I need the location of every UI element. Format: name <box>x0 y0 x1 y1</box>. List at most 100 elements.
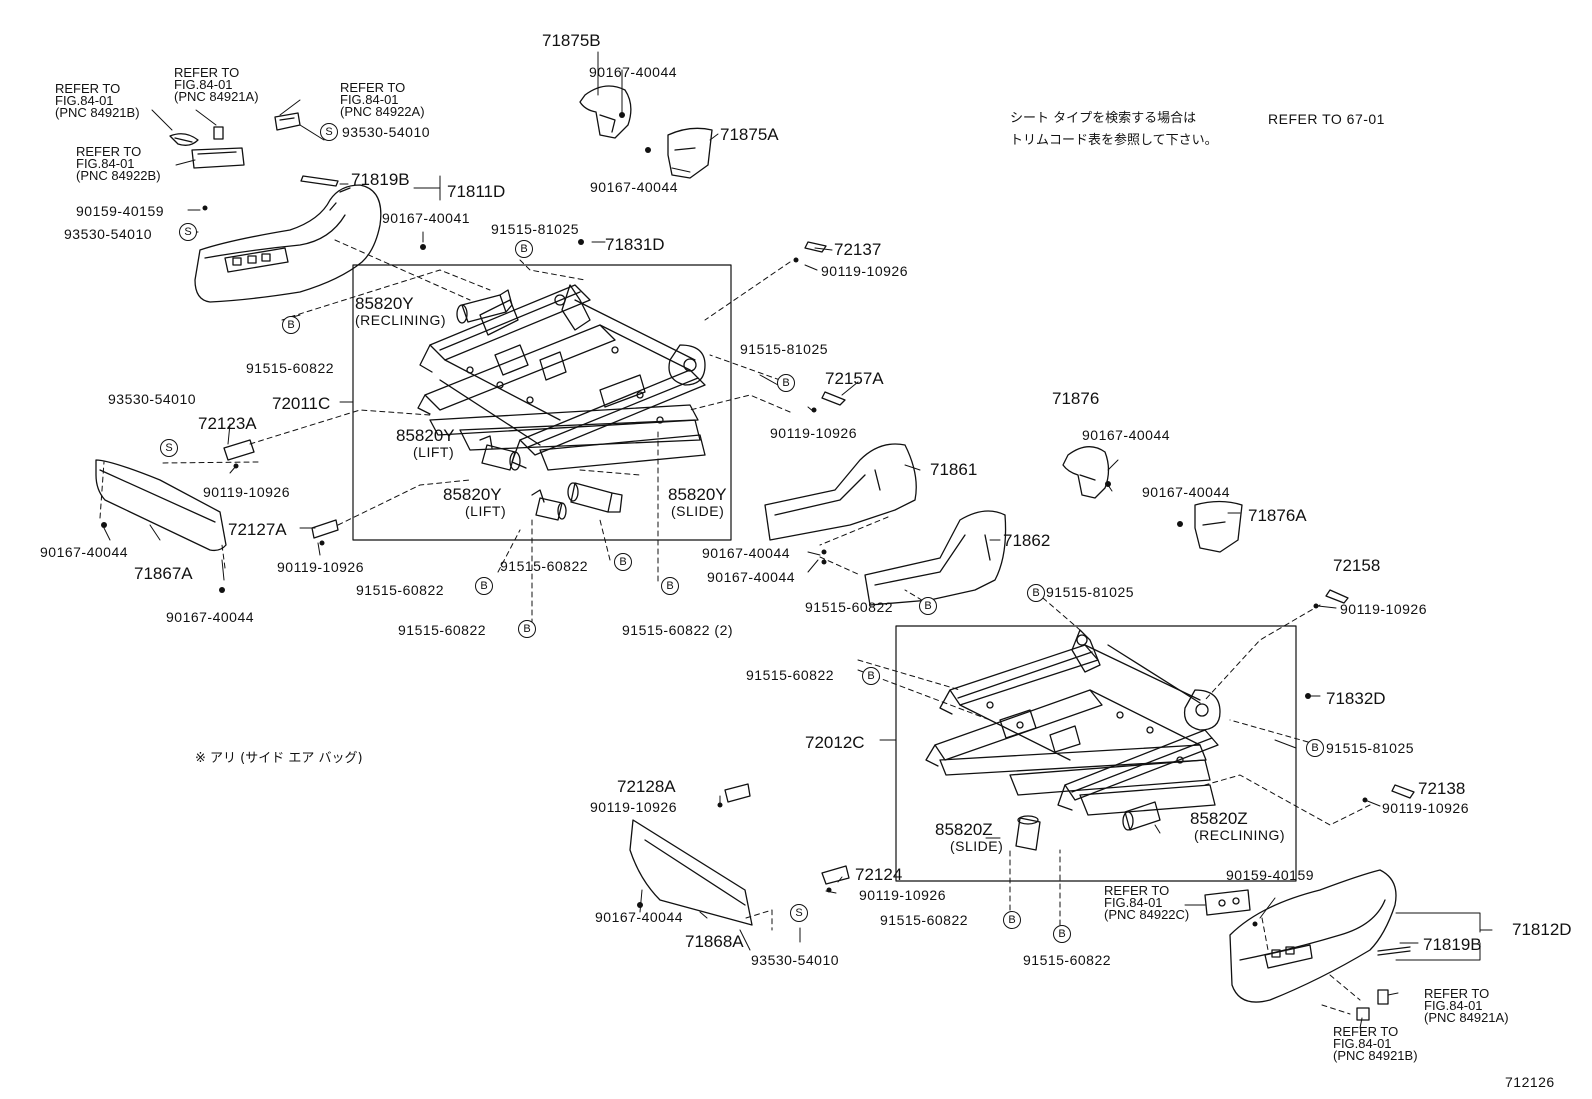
part-93530-54010: 93530-54010 <box>64 226 153 242</box>
leader-lines <box>103 51 1493 1029</box>
part-72012C: 72012C <box>805 733 865 752</box>
switch-knob-upper <box>300 175 339 187</box>
clip-72138 <box>1391 784 1415 799</box>
switch-pad-lower <box>1356 1007 1370 1021</box>
note-refer-67-01: REFER TO 67-01 <box>1268 111 1385 127</box>
part-71875B: 71875B <box>542 31 601 50</box>
clip-72137 <box>804 241 827 253</box>
note-jp-line1: シート タイプを検索する場合は <box>1010 111 1197 126</box>
part-90119-10926: 90119-10926 <box>277 559 364 575</box>
part-90167-40044: 90167-40044 <box>589 64 678 80</box>
part-71831D: 71831D <box>605 235 665 254</box>
part-72157A: 72157A <box>825 369 884 388</box>
part-71811D: 71811D <box>447 182 506 201</box>
marker-b: B <box>614 553 632 571</box>
refer-to-84922B: REFER TO FIG.84-01 (PNC 84922B) <box>76 144 161 183</box>
part-91515-60822-x2: 91515-60822 (2) <box>622 622 734 638</box>
part-90167-40044: 90167-40044 <box>166 609 255 625</box>
part-85820Y-reclining: 85820Y <box>355 294 414 313</box>
side-cover-71867A <box>95 459 227 552</box>
track-cover-71862 <box>864 510 1007 606</box>
figure-id: 712126 <box>1505 1074 1555 1090</box>
part-71832D: 71832D <box>1326 689 1386 708</box>
marker-b: B <box>282 316 300 334</box>
part-91515-60822: 91515-60822 <box>746 667 835 683</box>
motor-lift-upper-1 <box>479 435 521 471</box>
marker-s: S <box>179 223 197 241</box>
part-90159-40159: 90159-40159 <box>76 203 165 219</box>
part-90167-40044: 90167-40044 <box>1082 427 1171 443</box>
part-71861: 71861 <box>930 460 978 479</box>
marker-b: B <box>661 577 679 595</box>
part-91515-81025: 91515-81025 <box>491 221 580 237</box>
part-71862: 71862 <box>1003 531 1051 550</box>
motor-reclining-upper <box>456 289 513 324</box>
part-90167-40041: 90167-40041 <box>382 210 471 226</box>
part-71867A: 71867A <box>134 564 193 583</box>
marker-b: B <box>515 240 533 258</box>
part-90119-10926: 90119-10926 <box>590 799 677 815</box>
part-72124: 72124 <box>855 865 903 884</box>
seat-adjuster-frame-upper <box>417 284 706 471</box>
part-71868A: 71868A <box>685 932 744 951</box>
part-91515-81025: 91515-81025 <box>1046 584 1135 600</box>
part-90167-40044: 90167-40044 <box>707 569 796 585</box>
seat-shield-lower <box>1229 869 1397 1003</box>
part-85820Y-slide: 85820Y <box>668 485 727 504</box>
note-jp-line2: トリムコード表を参照して下さい。 <box>1010 133 1218 148</box>
refer-to-84922C: REFER TO FIG.84-01 (PNC 84922C) <box>1104 883 1190 922</box>
clip-72128A <box>724 783 751 803</box>
marker-s: S <box>320 123 338 141</box>
marker-b: B <box>518 620 536 638</box>
part-72137: 72137 <box>834 240 882 259</box>
label-reclining: (RECLINING) <box>355 312 447 328</box>
clip-72127A <box>311 519 339 539</box>
clip-72124 <box>821 865 850 885</box>
part-93530-54010: 93530-54010 <box>342 124 431 140</box>
track-cover-71861 <box>764 443 917 541</box>
part-91515-60822: 91515-60822 <box>246 360 335 376</box>
part-91515-60822: 91515-60822 <box>805 599 894 615</box>
refer-to-84921A-lower: REFER TO FIG.84-01 (PNC 84921A) <box>1424 986 1509 1025</box>
switch-connector-upper <box>274 112 301 131</box>
part-85820Z-slide: 85820Z <box>935 820 993 839</box>
refer-to-84921A-upper: REFER TO FIG.84-01 (PNC 84921A) <box>174 65 259 104</box>
part-90167-40044: 90167-40044 <box>40 544 129 560</box>
recliner-cover-71876A <box>1194 500 1243 553</box>
switch-knob-lower <box>1377 946 1411 956</box>
part-72138: 72138 <box>1418 779 1466 798</box>
marker-s: S <box>790 904 808 922</box>
motor-slide-upper <box>567 482 623 513</box>
marker-b: B <box>1306 739 1324 757</box>
part-90159-40159: 90159-40159 <box>1226 867 1315 883</box>
recliner-cover-71875A <box>667 127 713 179</box>
part-85820Y-lift-2: 85820Y <box>443 485 502 504</box>
part-72128A: 72128A <box>617 777 676 796</box>
label-reclining-2: (RECLINING) <box>1194 827 1286 843</box>
part-93530-54010: 93530-54010 <box>751 952 840 968</box>
clip-72123A <box>223 439 255 461</box>
label-lift-2: (LIFT) <box>465 503 507 519</box>
marker-b: B <box>1003 911 1021 929</box>
part-71819B: 71819B <box>1423 935 1482 954</box>
part-91515-60822: 91515-60822 <box>398 622 487 638</box>
part-72127A: 72127A <box>228 520 287 539</box>
part-72011C: 72011C <box>272 394 331 413</box>
part-71876: 71876 <box>1052 389 1100 408</box>
marker-b: B <box>1027 584 1045 602</box>
part-91515-60822: 91515-60822 <box>880 912 969 928</box>
fasteners <box>101 112 1368 927</box>
part-90119-10926: 90119-10926 <box>1340 601 1427 617</box>
note-airbag: ※ アリ (サイド エア バッグ) <box>195 751 363 766</box>
part-90119-10926: 90119-10926 <box>821 263 908 279</box>
clip-72158 <box>1325 589 1349 604</box>
refer-to-84921B-lower: REFER TO FIG.84-01 (PNC 84921B) <box>1333 1024 1418 1063</box>
part-90167-40044: 90167-40044 <box>590 179 679 195</box>
part-90119-10926: 90119-10926 <box>203 484 290 500</box>
switch-pad-upper <box>169 133 199 146</box>
part-90167-40044: 90167-40044 <box>595 909 684 925</box>
recliner-cover-71875B <box>579 85 632 139</box>
part-72123A: 72123A <box>198 414 257 433</box>
